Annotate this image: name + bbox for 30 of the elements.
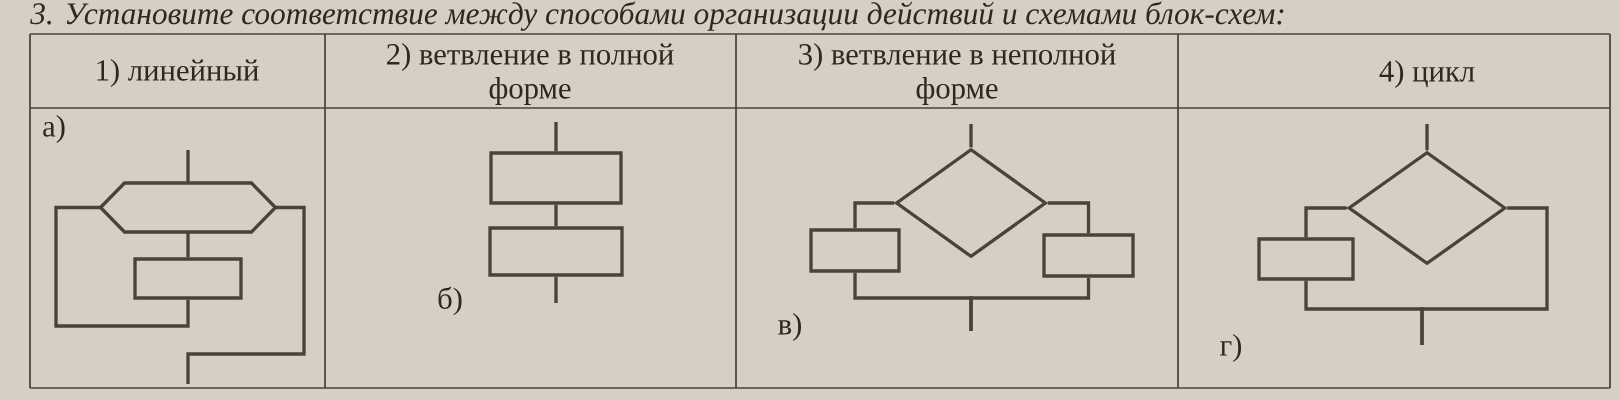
- hexagon-block: [98, 181, 278, 234]
- question-title: 3. Установите соответствие между способами организации действий и схемами блок-схем:: [30, 1, 1284, 31]
- connector-line: [554, 204, 558, 227]
- column-heading: 2) ветвление в полной форме: [387, 43, 674, 105]
- connector-line: [554, 122, 558, 152]
- connector-line: [554, 276, 558, 303]
- process-box: [489, 151, 623, 205]
- option-letter: в): [778, 313, 801, 341]
- connector-line: [1420, 206, 1549, 345]
- connector-line: [186, 232, 190, 258]
- option-letter: б): [438, 286, 462, 316]
- connector-line: [1047, 201, 1091, 234]
- column-heading: 3) ветвление в неполной форме: [799, 43, 1116, 105]
- process-box: [1257, 237, 1355, 281]
- column-heading: 1) линейный: [97, 59, 259, 87]
- process-box: [809, 228, 901, 273]
- connector-line: [853, 201, 895, 229]
- option-letter: г): [1220, 334, 1242, 362]
- connector-line: [186, 150, 190, 183]
- connector-line: [969, 124, 973, 148]
- connector-line: [969, 277, 1091, 331]
- process-box: [488, 226, 624, 277]
- connector-line: [1304, 206, 1347, 238]
- column-heading: 4) цикл: [1379, 60, 1475, 88]
- connector-line: [54, 205, 190, 328]
- connector-line: [186, 205, 306, 384]
- process-box: [1042, 233, 1135, 278]
- connector-line: [1425, 124, 1429, 151]
- process-box: [133, 257, 243, 300]
- option-letter: а): [43, 115, 65, 143]
